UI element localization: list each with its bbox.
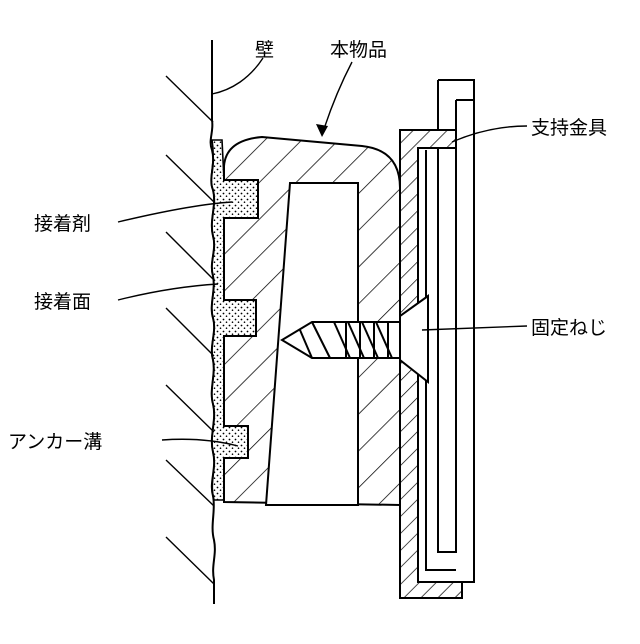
label-bracket: 支持金具 <box>531 117 607 139</box>
label-adhesive-surface: 接着面 <box>34 291 91 313</box>
label-product: 本物品 <box>330 39 387 61</box>
label-anchor-groove: アンカー溝 <box>8 431 102 453</box>
wall-hatching <box>166 76 214 584</box>
label-adhesive: 接着剤 <box>34 213 91 235</box>
label-fixing-screw: 固定ねじ <box>531 317 607 339</box>
label-wall: 壁 <box>255 39 274 61</box>
product-arrowhead <box>316 124 328 137</box>
